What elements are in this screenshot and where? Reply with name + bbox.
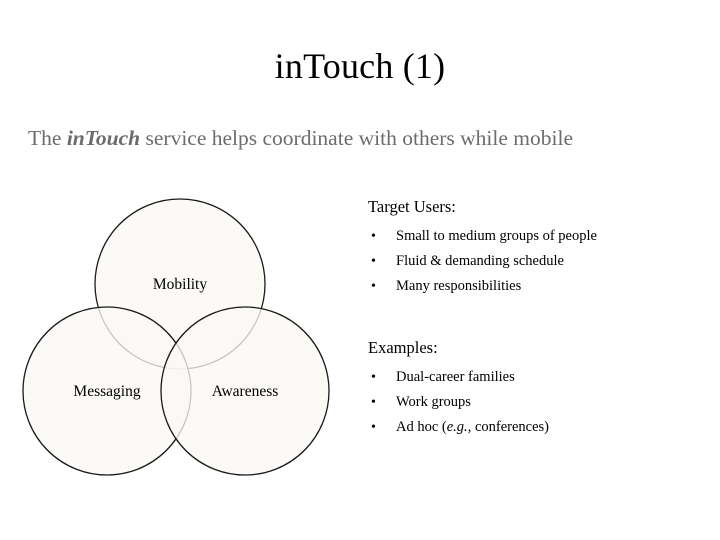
- venn-label-awareness: Awareness: [212, 383, 279, 400]
- list-item: • Fluid & demanding schedule: [368, 249, 698, 274]
- bullet-icon: •: [371, 229, 376, 244]
- bullet-icon: •: [371, 370, 376, 385]
- list-item: • Ad hoc (e.g., conferences): [368, 415, 698, 440]
- list-item: • Many responsibilities: [368, 274, 698, 299]
- bullet-list-target-users: • Small to medium groups of people • Flu…: [368, 224, 698, 299]
- content-block-target-users: Target Users: • Small to medium groups o…: [368, 196, 698, 299]
- subtitle-brand-name: inTouch: [66, 126, 141, 150]
- content-block-examples: Examples: • Dual-career families • Work …: [368, 337, 698, 440]
- list-item: • Dual-career families: [368, 365, 698, 390]
- list-item-label: Many responsibilities: [396, 278, 522, 294]
- venn-label-messaging: Messaging: [73, 383, 140, 400]
- block-heading-examples: Examples:: [368, 338, 438, 357]
- venn-diagram: Mobility Messaging Awareness: [10, 190, 350, 482]
- venn-label-mobility: Mobility: [153, 276, 208, 293]
- slide-subtitle: The inTouch service helps coordinate wit…: [28, 124, 704, 152]
- list-item-label: Ad hoc (e.g., conferences): [396, 419, 549, 435]
- bullet-icon: •: [371, 420, 376, 435]
- venn-circle-awareness: [160, 306, 330, 476]
- list-item-label-post: , conferences): [467, 419, 549, 435]
- list-item-label-emphasis: e.g.: [446, 419, 468, 435]
- content-column: Target Users: • Small to medium groups o…: [368, 196, 698, 440]
- list-item-label: Fluid & demanding schedule: [396, 253, 564, 269]
- venn-diagram-svg: Mobility Messaging Awareness: [22, 198, 330, 476]
- subtitle-lead-text: The: [28, 126, 67, 150]
- list-item-label: Small to medium groups of people: [396, 228, 597, 244]
- block-heading-target-users: Target Users:: [368, 197, 456, 216]
- page-title: inTouch (1): [274, 46, 446, 86]
- bullet-icon: •: [371, 279, 376, 294]
- bullet-list-examples: • Dual-career families • Work groups • A…: [368, 365, 698, 440]
- bullet-icon: •: [371, 395, 376, 410]
- list-item-label-pre: Ad hoc (: [396, 419, 447, 435]
- bullet-icon: •: [371, 254, 376, 269]
- list-item: • Small to medium groups of people: [368, 224, 698, 249]
- list-item-label: Dual-career families: [396, 369, 515, 385]
- list-item-label: Work groups: [396, 394, 471, 410]
- list-item: • Work groups: [368, 390, 698, 415]
- subtitle-trail-text: service helps coordinate with others whi…: [140, 126, 574, 150]
